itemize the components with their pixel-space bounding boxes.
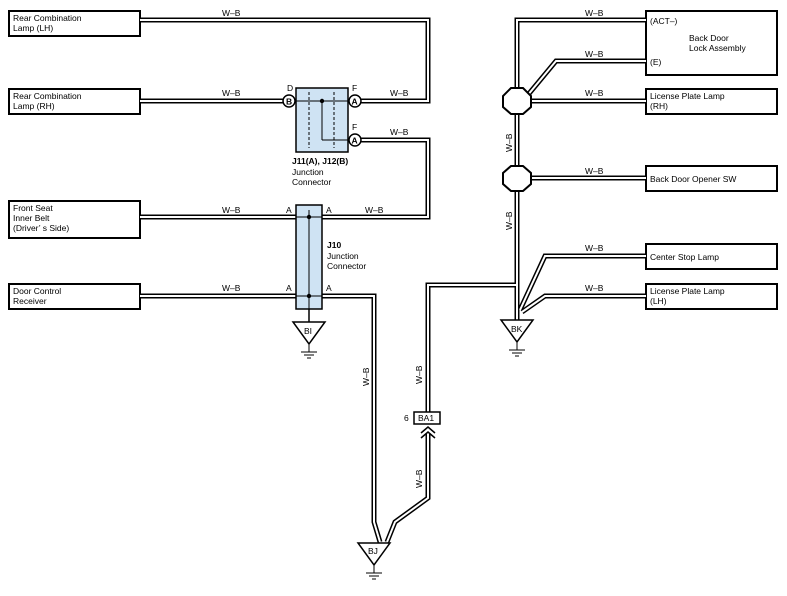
- j11-pin-d: D: [287, 83, 293, 93]
- j10-line-2: Connector: [327, 261, 366, 271]
- rear-comb-lh-label-2: Lamp (LH): [13, 23, 53, 33]
- wire-rear-comb-lh: [140, 17, 431, 104]
- license-plate-lamp-lh: License Plate Lamp (LH): [645, 283, 778, 310]
- wire-color-labels: W–B W–B W–B W–B W–B W–B W–B W–B W–B W–B …: [222, 8, 604, 488]
- ground-bk-label: BK: [511, 324, 523, 334]
- wire-harness-inner: [140, 19, 646, 543]
- j10-pin-a3: A: [286, 283, 292, 293]
- rear-combination-lamp-lh: Rear Combination Lamp (LH): [8, 10, 141, 37]
- j11-title: J11(A), J12(B): [292, 156, 348, 166]
- wc-12: W–B: [585, 243, 604, 253]
- junction-connector-j11-j12: B A A D F F J11(A), J12(B) Junction Conn…: [282, 83, 362, 187]
- ground-bi: BI: [291, 309, 327, 359]
- wc-9: W–B: [585, 49, 604, 59]
- wire-door-control: [140, 293, 383, 543]
- front-seat-label-1: Front Seat: [13, 203, 53, 213]
- j10-pin-a1: A: [286, 205, 292, 215]
- splice-point-upper: [502, 87, 532, 115]
- opener-label: Back Door Opener SW: [650, 174, 736, 184]
- wc-v3: W–B: [361, 367, 371, 386]
- wc-8: W–B: [585, 8, 604, 18]
- door-control-label-1: Door Control: [13, 286, 61, 296]
- wire-harness: [140, 17, 646, 543]
- wc-11: W–B: [585, 166, 604, 176]
- wc-5: W–B: [222, 205, 241, 215]
- door-control-label-2: Receiver: [13, 296, 47, 306]
- wc-10: W–B: [585, 88, 604, 98]
- license-lh-label-1: License Plate Lamp: [650, 286, 725, 296]
- rear-comb-lh-label-1: Rear Combination: [13, 13, 82, 23]
- wc-7: W–B: [222, 283, 241, 293]
- splice-point-lower: [502, 165, 532, 192]
- j10-line-1: Junction: [327, 251, 359, 261]
- j10-title: J10: [327, 240, 341, 250]
- rear-comb-rh-label-1: Rear Combination: [13, 91, 82, 101]
- license-rh-label-2: (RH): [650, 101, 668, 111]
- j11-pin-f2: F: [352, 122, 357, 132]
- ground-bj-label: BJ: [368, 546, 378, 556]
- ground-bj: BJ: [356, 542, 392, 580]
- back-door-name-2: Lock Assembly: [689, 43, 746, 53]
- j11-line-2: Connector: [292, 177, 331, 187]
- wc-2: W–B: [222, 88, 241, 98]
- rear-combination-lamp-rh: Rear Combination Lamp (RH): [8, 88, 141, 115]
- wc-v5: W–B: [414, 469, 424, 488]
- front-seat-label-3: (Driver’ s Side): [13, 223, 69, 233]
- center-stop-label: Center Stop Lamp: [650, 252, 719, 262]
- connector-ba1: BA1 6: [404, 411, 441, 439]
- rear-comb-rh-label-2: Lamp (RH): [13, 101, 55, 111]
- ba1-pin: 6: [404, 413, 409, 423]
- front-seat-inner-belt: Front Seat Inner Belt (Driver’ s Side): [8, 200, 141, 239]
- wc-v2: W–B: [504, 211, 514, 230]
- wc-1: W–B: [222, 8, 241, 18]
- j11-connector-b: B: [286, 97, 292, 107]
- wc-v4: W–B: [414, 365, 424, 384]
- door-control-receiver: Door Control Receiver: [8, 283, 141, 310]
- ba1-label: BA1: [418, 413, 434, 423]
- license-lh-label-2: (LH): [650, 296, 667, 306]
- j11-connector-a2: A: [352, 136, 358, 146]
- license-rh-label-1: License Plate Lamp: [650, 91, 725, 101]
- back-door-pin-e: (E): [650, 57, 662, 67]
- ground-bi-label: BI: [304, 326, 312, 336]
- j10-pin-a2: A: [326, 205, 332, 215]
- j10-pin-a4: A: [326, 283, 332, 293]
- center-stop-lamp: Center Stop Lamp: [645, 243, 778, 270]
- j11-pin-f1: F: [352, 83, 357, 93]
- wc-v1: W–B: [504, 133, 514, 152]
- wc-4: W–B: [390, 127, 409, 137]
- back-door-name-1: Back Door: [689, 33, 729, 43]
- wire-back-door-act: [514, 17, 646, 88]
- wc-3: W–B: [390, 88, 409, 98]
- j11-line-1: Junction: [292, 167, 324, 177]
- back-door-pin-act: (ACT–): [650, 16, 678, 26]
- front-seat-label-2: Inner Belt: [13, 213, 50, 223]
- j11-connector-a1: A: [352, 97, 358, 107]
- junction-connector-j10: A A A A J10 Junction Connector: [286, 204, 366, 320]
- wc-13: W–B: [585, 283, 604, 293]
- wire-ba1-up: [425, 282, 520, 412]
- back-door-lock-assembly: (ACT–) (E) Back Door Lock Assembly: [645, 10, 778, 76]
- ground-bk: BK: [499, 319, 535, 357]
- back-door-opener-sw: Back Door Opener SW: [645, 165, 778, 192]
- license-plate-lamp-rh: License Plate Lamp (RH): [645, 88, 778, 115]
- wc-6: W–B: [365, 205, 384, 215]
